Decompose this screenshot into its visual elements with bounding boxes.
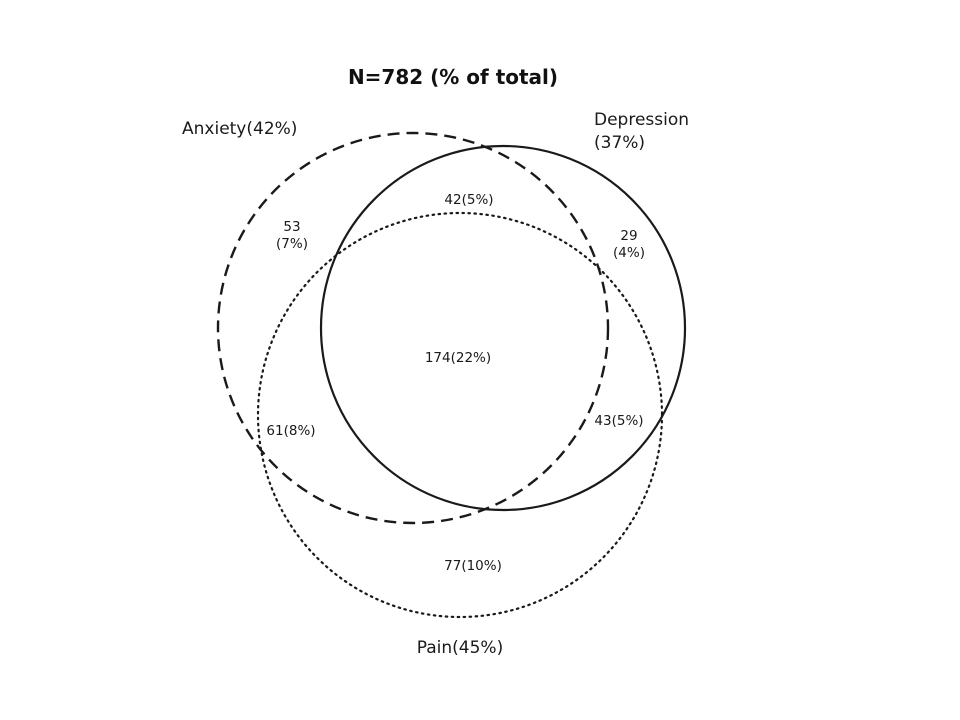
depression-circle xyxy=(319,144,687,512)
anxiety-pain-label: 61(8%) xyxy=(266,423,315,439)
anxiety-only-count: 53 xyxy=(283,219,300,235)
all-three-label: 174(22%) xyxy=(425,350,491,366)
anxiety-circle xyxy=(216,131,610,525)
pain-set-label: Pain(45%) xyxy=(417,638,503,658)
pain-only-label: 77(10%) xyxy=(444,558,502,574)
depression-set-label: Depression xyxy=(594,110,689,130)
anxiety-depression-label: 42(5%) xyxy=(444,192,493,208)
anxiety-set-label: Anxiety(42%) xyxy=(182,119,297,139)
anxiety-only-percent: (7%) xyxy=(276,236,308,252)
diagram-title: N=782 (% of total) xyxy=(348,65,558,89)
depression-set-percent: (37%) xyxy=(594,133,645,153)
depression-only-percent: (4%) xyxy=(613,245,645,261)
pain-circle xyxy=(256,211,664,619)
depression-pain-label: 43(5%) xyxy=(594,413,643,429)
depression-only-count: 29 xyxy=(620,228,637,244)
